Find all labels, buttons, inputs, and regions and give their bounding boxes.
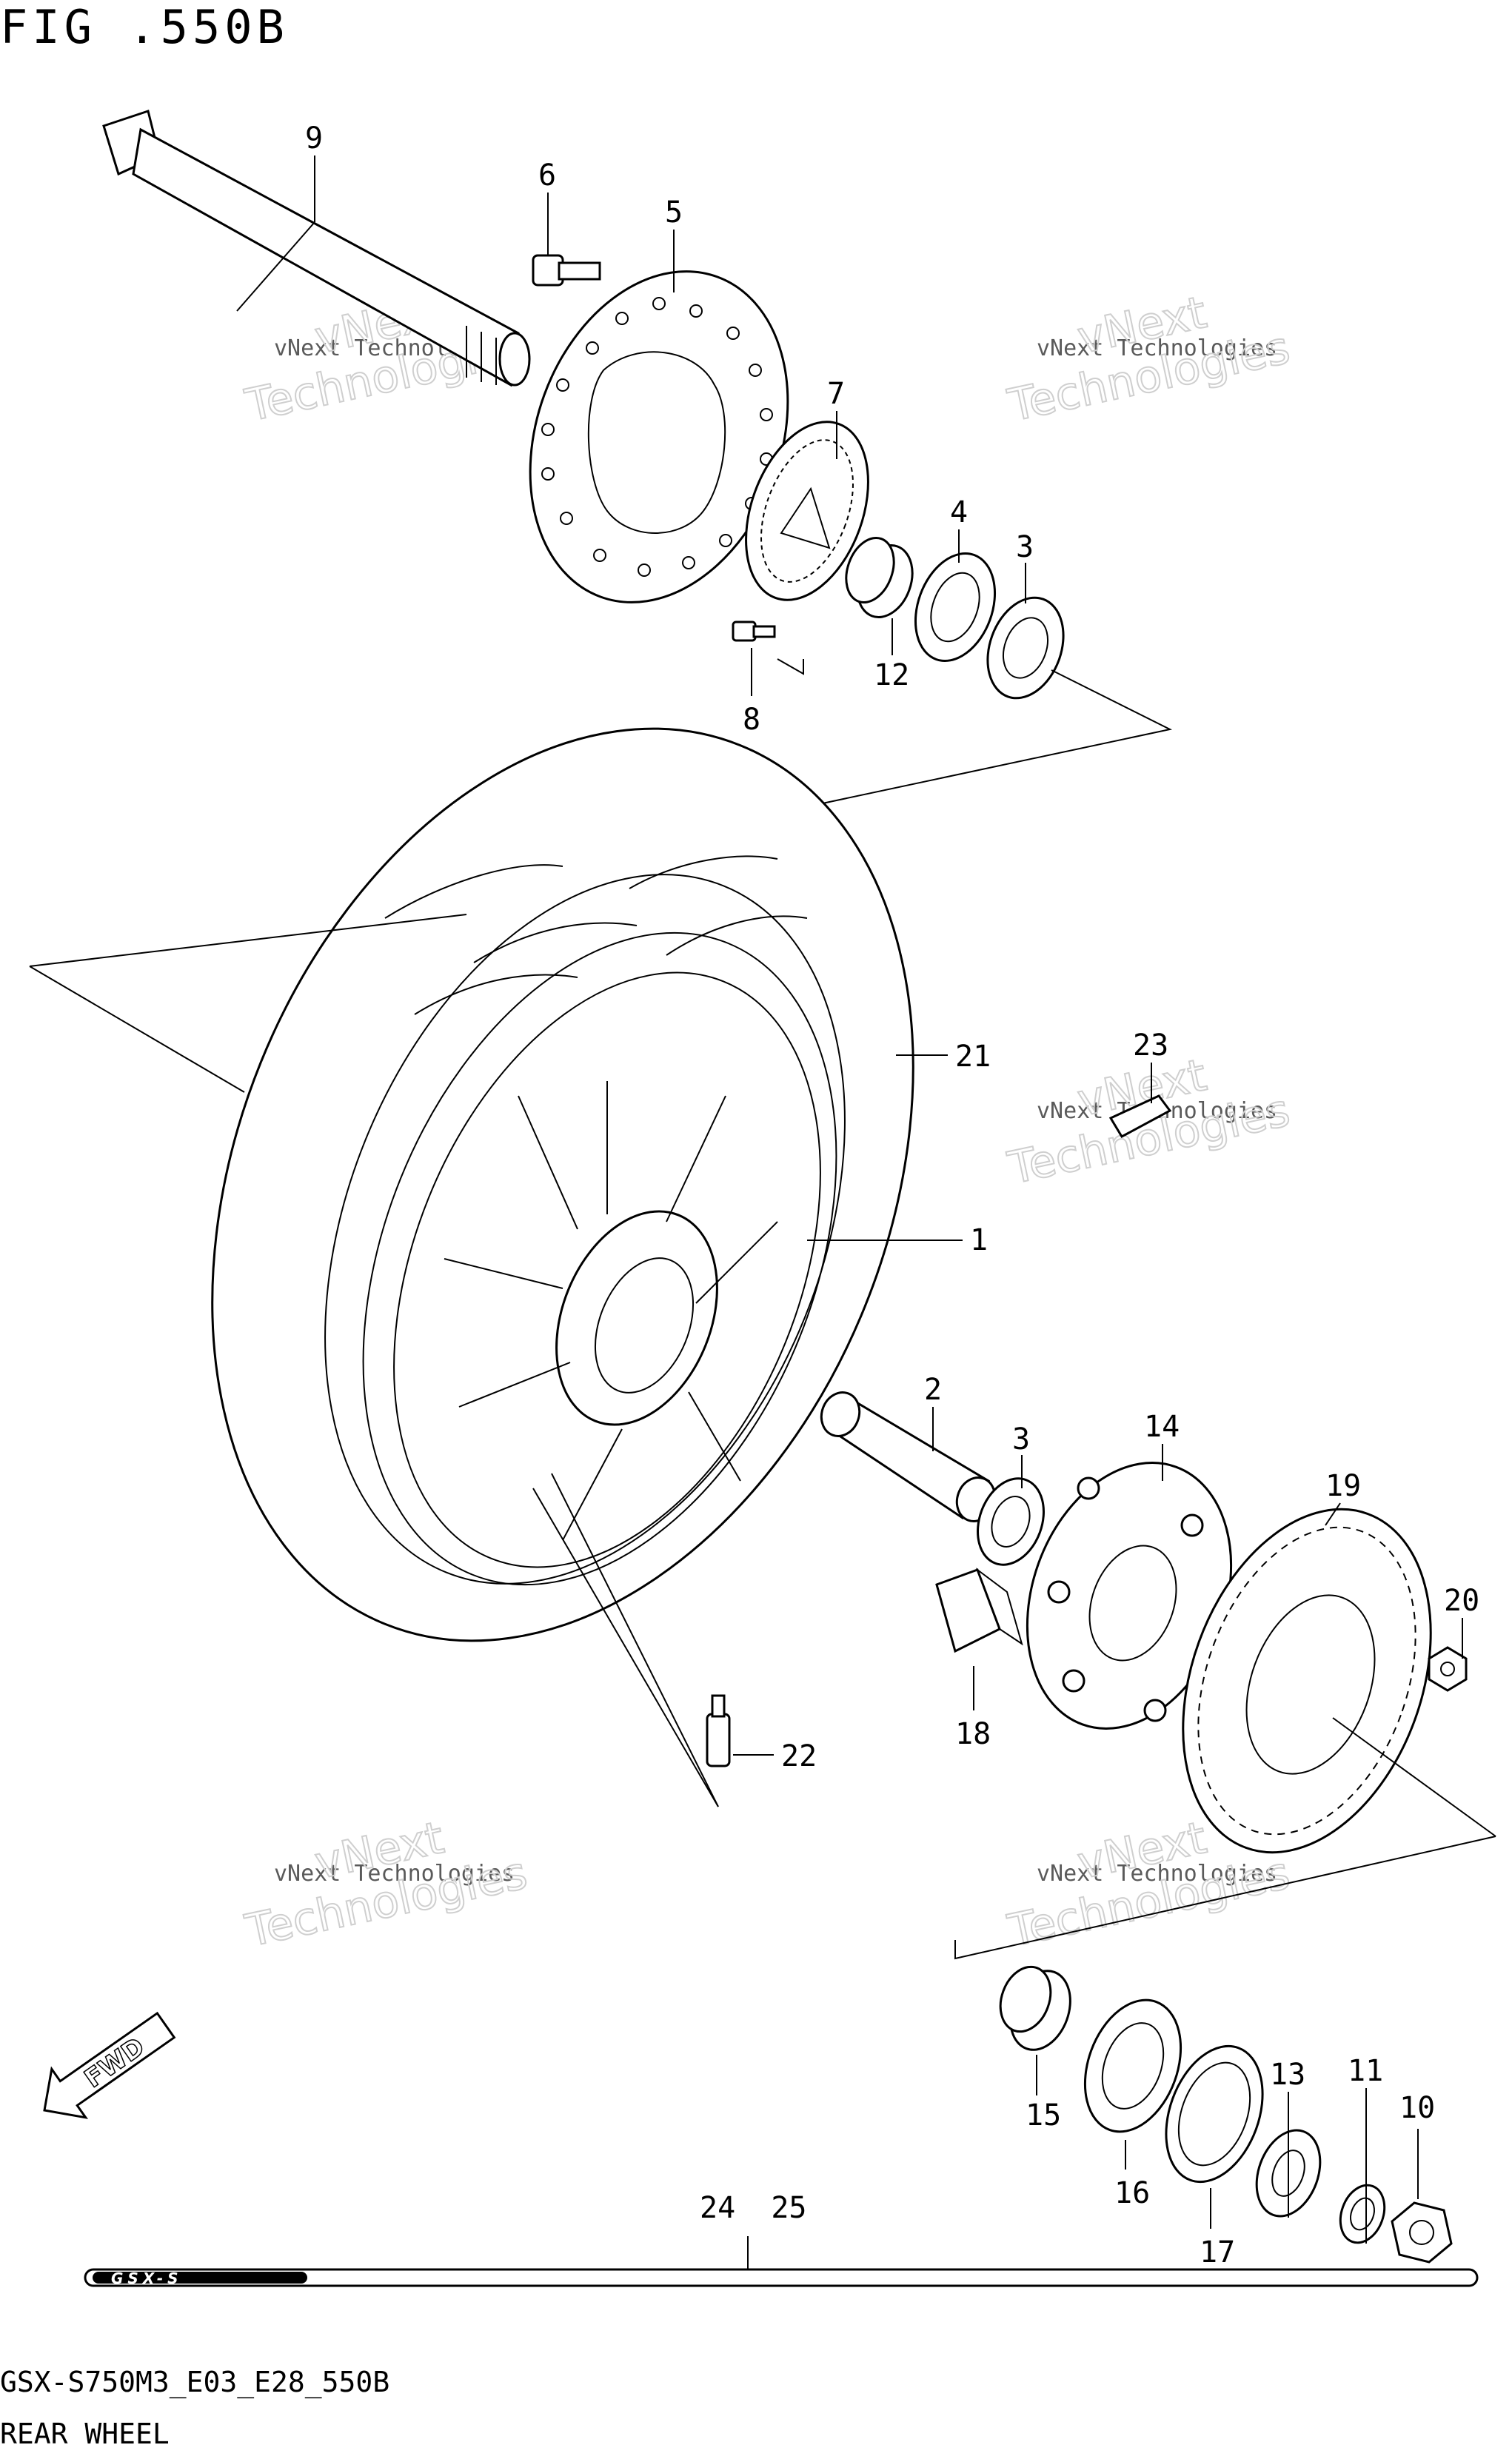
- part-collar-15: [999, 1965, 1071, 2051]
- callout-12: 12: [874, 658, 909, 692]
- part-damper: [935, 1568, 1023, 1653]
- callout-6: 6: [538, 158, 556, 193]
- section-name: REAR WHEEL: [0, 2418, 170, 2450]
- callout-14: 14: [1144, 1410, 1180, 1444]
- callout-16: 16: [1114, 2176, 1150, 2210]
- watermark-text: vNext Technologies: [1037, 1861, 1277, 1887]
- figure-title: FIG .550B: [0, 0, 289, 54]
- part-spacer-12: [845, 536, 914, 618]
- fwd-arrow-badge: FWD: [43, 2011, 176, 2119]
- fwd-label: FWD: [79, 2032, 150, 2094]
- part-bearing-16: [1083, 1998, 1182, 2133]
- callout-13: 13: [1270, 2058, 1305, 2092]
- callout-24-25: 24 25: [700, 2191, 807, 2225]
- part-axle: [102, 110, 531, 387]
- part-oil-seal-4: [914, 552, 997, 663]
- part-oil-seal-17: [1165, 2044, 1264, 2184]
- part-bearing-3b: [977, 1477, 1045, 1566]
- callout-22: 22: [781, 1739, 817, 1773]
- leader-lines: [236, 155, 1463, 2269]
- callout-4: 4: [950, 495, 968, 529]
- bar-logo: GSX-S: [111, 2269, 183, 2287]
- callout-9: 9: [305, 121, 323, 155]
- callout-8: 8: [743, 703, 760, 737]
- callout-3: 3: [1012, 1422, 1030, 1456]
- callout-5: 5: [665, 195, 683, 230]
- part-wheel: [362, 931, 837, 1586]
- callout-23: 23: [1133, 1028, 1168, 1063]
- part-screw-8: [732, 620, 776, 642]
- guide-lines-middle: [29, 914, 1496, 1837]
- callout-20: 20: [1444, 1584, 1479, 1618]
- model-bar: GSX-S: [84, 2268, 1479, 2287]
- callout-17: 17: [1200, 2235, 1235, 2269]
- part-balance-weight: [1108, 1094, 1172, 1138]
- part-spacer-tube: [820, 1391, 997, 1522]
- watermark-text: vNext Technologies: [1037, 335, 1277, 361]
- guide-lines-lower: [954, 1836, 1496, 1960]
- callout-10: 10: [1399, 2091, 1435, 2125]
- part-nut-10: [1391, 2201, 1453, 2264]
- part-sprocket: [1182, 1508, 1432, 1854]
- callout-labels: 9 6 5 7 4 3 12 8 21 23 1 2 3 14 19 20 18…: [305, 121, 1479, 2269]
- callout-3: 3: [1016, 530, 1034, 564]
- part-sensor-ring: [745, 421, 869, 601]
- callout-15: 15: [1026, 2098, 1061, 2132]
- callout-2: 2: [924, 1373, 942, 1407]
- model-code: GSX-S750M3_E03_E28_550B: [0, 2366, 389, 2399]
- part-valve: [706, 1694, 731, 1767]
- part-nut-20: [1428, 1646, 1468, 1692]
- watermark-text: vNext Technologies: [274, 1861, 515, 1887]
- part-bearing-3a: [986, 596, 1065, 700]
- callout-21: 21: [955, 1040, 991, 1074]
- callout-7: 7: [827, 377, 845, 411]
- callout-19: 19: [1325, 1469, 1361, 1503]
- part-washer-11: [1339, 2184, 1386, 2244]
- part-tire: [211, 727, 914, 1642]
- callout-1: 1: [970, 1223, 988, 1257]
- callout-18: 18: [955, 1717, 991, 1751]
- guide-lines-upper: [717, 658, 1173, 826]
- callout-11: 11: [1348, 2054, 1383, 2088]
- part-bolt-6: [532, 254, 601, 287]
